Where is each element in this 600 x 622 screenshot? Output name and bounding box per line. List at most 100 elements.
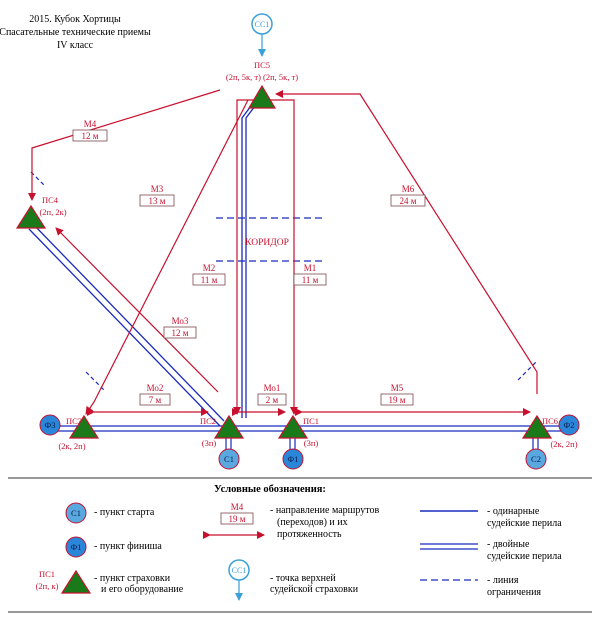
- svg-text:судейские перила: судейские перила: [487, 518, 562, 529]
- corridor-label: КОРИДОР: [245, 238, 289, 248]
- svg-text:М3: М3: [151, 184, 164, 194]
- svg-text:ограничения: ограничения: [487, 587, 541, 598]
- route-mo3-line: [55, 227, 219, 393]
- svg-text:Ф2: Ф2: [564, 420, 575, 430]
- top-belay-point-ss1: СС1: [251, 13, 273, 57]
- belay-point-ps6: ПС6 (2к, 2п): [521, 414, 578, 449]
- svg-text:- точка верхней: - точка верхней: [270, 573, 336, 584]
- legend-triangle-icon: [60, 569, 92, 594]
- finish-f3: Ф3: [39, 414, 61, 436]
- ps4-triangle: [15, 204, 47, 229]
- svg-text:С2: С2: [531, 454, 541, 464]
- svg-text:(переходов) и их: (переходов) и их: [277, 517, 348, 528]
- svg-text:- пункт финиша: - пункт финиша: [94, 541, 162, 552]
- ps6-triangle: [521, 414, 553, 439]
- route-mo1-label: Мо1 2 м: [257, 383, 287, 406]
- svg-text:12 м: 12 м: [172, 328, 189, 338]
- ps4-label: ПС4: [42, 195, 59, 205]
- header: 2015. Кубок Хортицы Спасательные техниче…: [0, 14, 151, 51]
- ps5-triangle: [247, 84, 277, 109]
- svg-text:11 м: 11 м: [302, 275, 319, 285]
- legend-single-rope: - одинарные судейские перила: [420, 506, 562, 529]
- start-c2: С2: [525, 448, 547, 470]
- header-line-1: 2015. Кубок Хортицы: [29, 14, 121, 25]
- svg-text:С1: С1: [71, 508, 81, 518]
- svg-text:13 м: 13 м: [149, 196, 166, 206]
- svg-text:М4: М4: [231, 502, 244, 512]
- judge-ropes: [28, 101, 566, 450]
- route-m3-label: М3 13 м: [139, 184, 175, 207]
- routes: [28, 89, 538, 416]
- legend-title: Условные обозначения:: [214, 484, 326, 495]
- ps2-label: ПС2: [200, 416, 216, 426]
- legend-route: М4 19 м - направление маршрутов (переход…: [203, 502, 379, 540]
- route-m2-line: [233, 99, 262, 415]
- svg-text:24 м: 24 м: [400, 196, 417, 206]
- route-m2-label: М2 11 м: [192, 263, 226, 286]
- top-belay-label: СС1: [255, 20, 270, 29]
- svg-text:- направление маршрутов: - направление маршрутов: [270, 505, 379, 516]
- svg-text:СС1: СС1: [232, 566, 247, 575]
- ps5-equipment: (2п, 5к, т) (2п, 5к, т): [226, 72, 298, 82]
- route-m4-label: М4 12 м: [72, 119, 108, 142]
- svg-text:2 м: 2 м: [266, 395, 279, 405]
- limit-lines: [30, 171, 537, 391]
- svg-text:7 м: 7 м: [149, 395, 162, 405]
- svg-text:- пункт старта: - пункт старта: [94, 507, 155, 518]
- legend-finish-icon: [65, 536, 87, 558]
- finish-f1: Ф1: [282, 448, 304, 470]
- route-mo2-label: Мо2 7 м: [139, 383, 171, 406]
- header-line-2: Спасательные технические приемы: [0, 27, 151, 38]
- svg-text:ПС1: ПС1: [39, 569, 55, 579]
- svg-text:судейской страховки: судейской страховки: [270, 584, 359, 595]
- belay-point-ps5: ПС5 (2п, 5к, т) (2п, 5к, т): [226, 60, 298, 109]
- ps1-triangle: [277, 414, 309, 439]
- ps1-equipment: (3п): [304, 438, 319, 448]
- ps2-triangle: [213, 414, 245, 439]
- legend-start: С1 - пункт старта: [65, 502, 155, 524]
- double-rope-diagonal-2: [28, 228, 221, 427]
- ps6-equipment: (2к, 2п): [550, 439, 577, 449]
- ps3-equipment: (2к, 2п): [58, 441, 85, 451]
- route-m6-line: [275, 90, 538, 394]
- route-labels: М4 12 м М3 13 м М6 24 м М2 11 м М1 11 м …: [72, 119, 426, 406]
- svg-text:М2: М2: [203, 263, 216, 273]
- ps3-label: ПС3: [66, 416, 82, 426]
- svg-text:М6: М6: [402, 184, 415, 194]
- ps4-equipment: (2п, 2к): [39, 207, 66, 217]
- legend-finish: Ф1 - пункт финиша: [65, 536, 162, 558]
- svg-text:- двойные: - двойные: [487, 539, 530, 550]
- svg-text:- линия: - линия: [487, 575, 519, 586]
- legend-start-icon: [65, 502, 87, 524]
- limit-ps6: [517, 361, 537, 381]
- svg-text:Ф1: Ф1: [288, 454, 299, 464]
- svg-text:12 м: 12 м: [82, 131, 99, 141]
- legend-double-rope: - двойные судейские перила: [420, 539, 562, 562]
- svg-text:- одинарные: - одинарные: [487, 506, 540, 517]
- start-c1: С1: [218, 448, 240, 470]
- legend-limit-line: - линия ограничения: [420, 575, 541, 598]
- belay-point-ps2: ПС2 (3п): [200, 414, 245, 448]
- ps2-equipment: (3п): [202, 438, 217, 448]
- legend: Условные обозначения: С1 - пункт старта …: [8, 477, 592, 613]
- belay-point-ps4: ПС4 (2п, 2к): [15, 195, 67, 229]
- belay-point-ps3: ПС3 (2к, 2п): [58, 414, 100, 451]
- double-rope-diagonal-1: [32, 223, 225, 422]
- ps5-label: ПС5: [254, 60, 270, 70]
- route-m4-line: [28, 89, 221, 201]
- legend-top-belay: СС1 - точка верхней судейской страховки: [228, 559, 359, 601]
- limit-ps4: [30, 171, 46, 187]
- svg-text:и его оборудование: и его оборудование: [101, 584, 184, 595]
- legend-belay-point: ПС1 (2п, к) - пункт страховки и его обор…: [36, 569, 184, 595]
- svg-text:(2п, к): (2п, к): [36, 581, 59, 591]
- svg-text:М1: М1: [304, 263, 317, 273]
- svg-text:19 м: 19 м: [229, 514, 246, 524]
- svg-text:19 м: 19 м: [389, 395, 406, 405]
- svg-text:С1: С1: [224, 454, 234, 464]
- svg-text:Ф1: Ф1: [71, 542, 82, 552]
- route-m1-label: М1 11 м: [293, 263, 327, 286]
- double-rope-vertical-1: [241, 101, 255, 418]
- svg-text:- пункт страховки: - пункт страховки: [94, 573, 171, 584]
- belay-point-ps1: ПС1 (3п): [277, 414, 319, 448]
